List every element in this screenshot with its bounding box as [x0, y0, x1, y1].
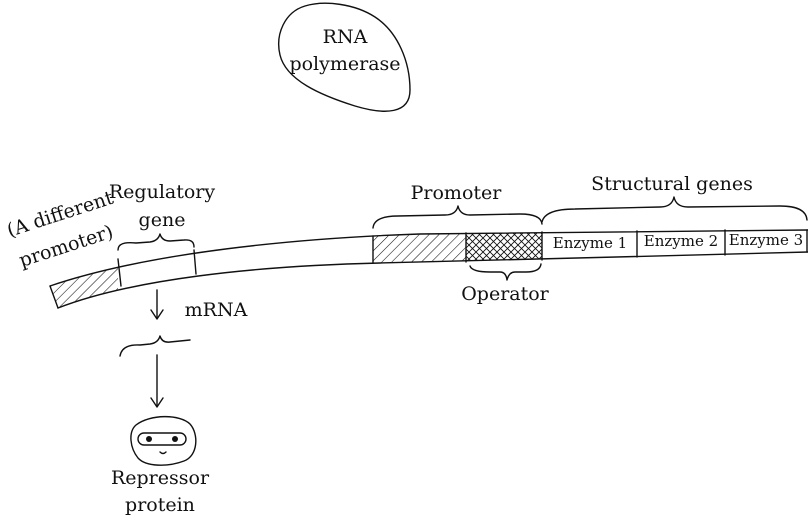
dna-divider	[117, 258, 122, 287]
enzyme-label: Enzyme 1	[553, 234, 627, 252]
structural-genes-label: Structural genes	[591, 173, 753, 195]
repressor-label-line1: Repressor	[111, 467, 210, 489]
arrow-to-repressor	[150, 354, 164, 408]
dna-bottom-edge	[57, 251, 808, 309]
promoter-label: Promoter	[411, 182, 503, 204]
enzyme-label: Enzyme 3	[729, 231, 803, 249]
regulatory-gene-label-line2: gene	[139, 209, 186, 231]
repressor-label-line2: protein	[125, 494, 195, 516]
promoter-brace	[372, 205, 543, 229]
rna-polymerase-shape	[278, 2, 411, 112]
polymerase-label-line2: polymerase	[289, 53, 400, 75]
mrna-strand	[119, 335, 191, 357]
dna-top-edge	[49, 229, 808, 287]
polymerase-label-line1: RNA	[323, 26, 368, 48]
dna-left-end	[49, 285, 59, 309]
operator-brace	[469, 263, 542, 281]
structural-genes-brace	[541, 196, 808, 223]
mrna-label: mRNA	[185, 299, 248, 321]
repressor-protein-shape	[130, 415, 197, 466]
operator-label: Operator	[461, 283, 549, 305]
regulatory-gene-label-line1: Regulatory	[109, 181, 216, 203]
enzyme-label: Enzyme 2	[644, 232, 718, 250]
arrow-to-mrna	[150, 289, 164, 320]
regulatory-gene-brace	[117, 233, 195, 251]
dna-divider	[193, 249, 197, 275]
